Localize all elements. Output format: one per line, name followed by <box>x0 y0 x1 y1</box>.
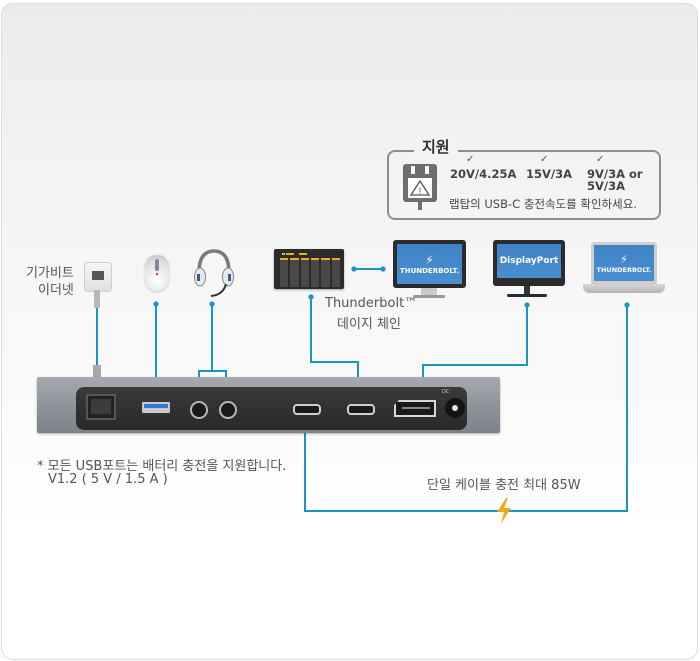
single-cable-charge-note: 단일 케이블 충전 최대 85W <box>427 478 581 493</box>
svg-text:!: ! <box>419 186 422 196</box>
ethernet-label-1: 기가비트 <box>26 266 74 281</box>
rating-20v: 20V/4.25A <box>450 167 517 181</box>
rating-5v: 5V/3A <box>587 179 626 193</box>
dc-power-port[interactable] <box>445 398 465 418</box>
displayport-monitor: DisplayPort <box>493 240 565 286</box>
check-circle-icon: ✓ <box>540 154 549 165</box>
dp-monitor-dot <box>524 302 530 308</box>
thunderbolt-monitor-label: THUNDERBOLT. <box>399 267 460 275</box>
lightning-bolt-icon <box>495 498 513 524</box>
thunderbolt-laptop: ⚡ THUNDERBOLT. <box>591 242 657 284</box>
laptop-dot <box>624 302 630 308</box>
usb-a-port[interactable] <box>142 402 170 413</box>
mouse-dot <box>153 301 159 307</box>
power-spec-note: 랩탑의 USB-C 충전속도를 확인하세요. <box>449 197 637 211</box>
rating-15v: 15V/3A <box>526 167 573 181</box>
usb-c-thunderbolt-port[interactable] <box>347 404 375 415</box>
ethernet-jack-icon <box>84 262 112 292</box>
usb-charging-note-1: * 모든 USB포트는 배터리 충전을 지원합니다. <box>37 459 287 474</box>
laptop-keyboard-base <box>583 284 665 293</box>
thunderbolt-icon: ⚡ <box>620 252 628 266</box>
thunderbolt-icon: ⚡ <box>425 253 434 267</box>
daisy-chain-label-2: 데이지 체인 <box>337 317 401 332</box>
thunderbolt-laptop-label: THUNDERBOLT. <box>596 265 652 274</box>
displayport-monitor-label: DisplayPort <box>499 256 559 266</box>
rating-9v: 9V/3A or <box>587 167 643 181</box>
monitor-base <box>413 295 445 298</box>
thunderbolt-monitor: ⚡ THUNDERBOLT. <box>393 240 466 288</box>
daisy-chain-label-1: Thunderbolt™ <box>325 296 418 311</box>
dp-monitor-stand <box>524 286 530 295</box>
dp-monitor-base <box>507 294 547 297</box>
mouse-icon <box>145 255 169 291</box>
host-line <box>304 305 628 512</box>
headset-icon <box>193 247 235 299</box>
ethernet-plug <box>93 365 101 379</box>
check-circle-icon: ✓ <box>596 154 605 165</box>
power-spec-box <box>387 150 661 220</box>
power-adapter-warning-icon: ! <box>401 162 439 210</box>
monitor-stand <box>421 288 437 296</box>
displayport-port[interactable] <box>394 400 436 417</box>
audio-jack-2[interactable] <box>219 401 237 419</box>
headset-dot <box>209 301 215 307</box>
nas-storage-icon <box>274 249 344 289</box>
audio-jack-1[interactable] <box>190 401 208 419</box>
ethernet-cable <box>94 290 100 308</box>
check-circle-icon: ✓ <box>466 154 475 165</box>
chain-dot-2 <box>380 266 386 272</box>
ethernet-port[interactable] <box>86 394 116 420</box>
chain-dot-1 <box>351 266 357 272</box>
ethernet-label-2: 이더넷 <box>38 283 74 298</box>
usb-c-host-port[interactable] <box>293 404 321 415</box>
usb-charging-note-2: V1.2 ( 5 V / 1.5 A ) <box>48 472 168 487</box>
nas-dot <box>308 294 314 300</box>
power-spec-title: 지원 <box>414 136 458 157</box>
dc-power-label: DC <box>442 389 450 395</box>
diagram-card <box>1 3 698 660</box>
